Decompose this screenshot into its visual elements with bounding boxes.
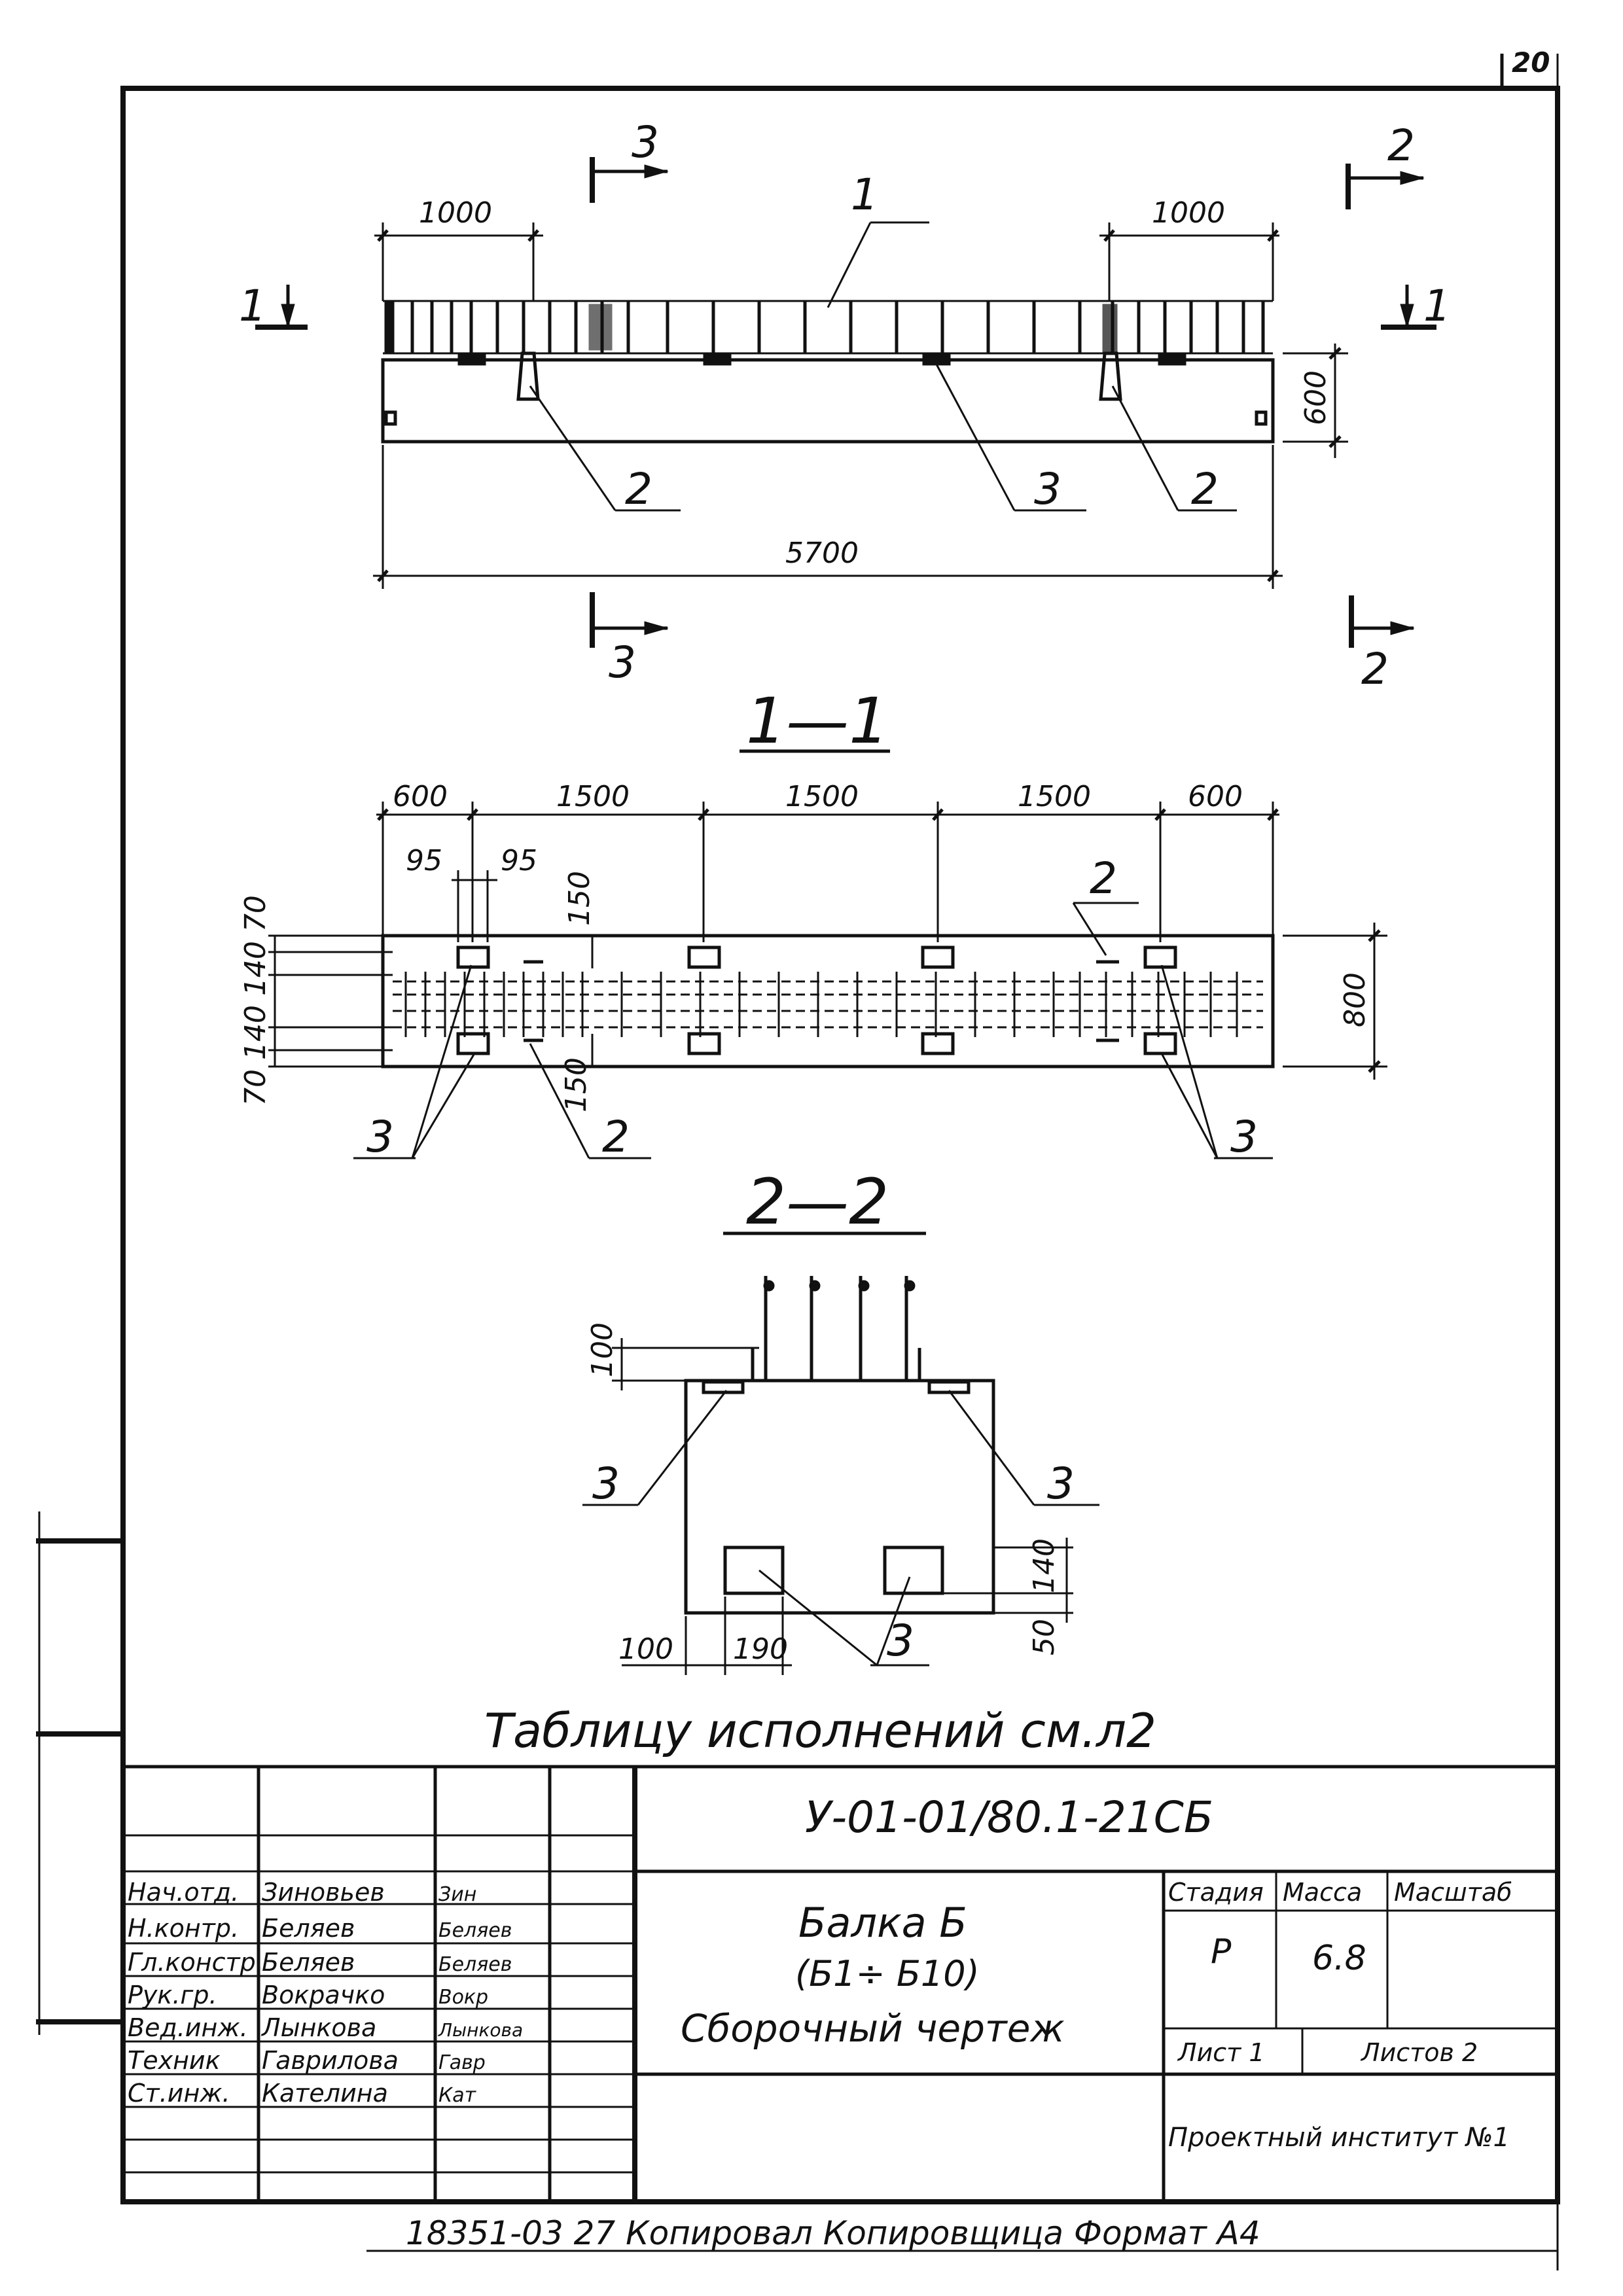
section-2-2-title: 2—2 xyxy=(746,1165,889,1239)
staff-sign: Кат xyxy=(438,2084,477,2107)
dim-140: 140 xyxy=(1027,1538,1061,1593)
cut-marks: 3 2 1 1 3 2 xyxy=(239,117,1451,694)
cut-mark-2-bottom: 2 xyxy=(1361,644,1389,694)
callout-1: 1 xyxy=(851,169,878,220)
callout-3-bottom-left: 3 xyxy=(366,1112,394,1162)
value-mass: 6.8 xyxy=(1312,1939,1366,1978)
header-stage: Стадия xyxy=(1168,1878,1264,1907)
cut-mark-1-right: 1 xyxy=(1423,281,1451,331)
staff-name: Гаврилова xyxy=(262,2046,399,2075)
staff-name: Зиновьев xyxy=(262,1878,385,1907)
staff-list: Нач.отд. Зиновьев Зин Н.контр. Беляев Бе… xyxy=(128,1878,523,2108)
staff-name: Вокрачко xyxy=(262,1981,385,2009)
callout-3-left-2-2: 3 xyxy=(592,1458,620,1509)
dim-top-3: 1500 xyxy=(785,780,859,813)
doc-code: У-01-01/80.1-21СБ xyxy=(805,1792,1213,1843)
staff-name: Лынкова xyxy=(260,2013,376,2042)
staff-role: Нач.отд. xyxy=(128,1878,239,1907)
dim-left-zone: 1000 xyxy=(419,196,492,230)
staff-role: Н.контр. xyxy=(128,1914,239,1943)
dim-top-4: 1500 xyxy=(1018,780,1091,813)
callout-2-left: 2 xyxy=(625,464,652,514)
dim-100-top: 100 xyxy=(586,1322,619,1377)
dim-length: 5700 xyxy=(785,537,859,570)
main-dims: 1000 1000 600 5700 xyxy=(373,196,1348,589)
dim-50: 50 xyxy=(1027,1619,1061,1655)
dim-95-left: 95 xyxy=(406,844,442,877)
staff-sign: Лынкова xyxy=(438,2019,523,2041)
title-block xyxy=(123,1765,1558,2202)
callout-3-right-2-2: 3 xyxy=(1047,1458,1075,1509)
dim-100-bottom: 100 xyxy=(618,1633,673,1666)
staff-sign: Беляев xyxy=(438,1953,512,1976)
item-range: (Б1÷ Б10) xyxy=(795,1953,980,1994)
cut-mark-1-left: 1 xyxy=(239,281,266,331)
sheets-total: Листов 2 xyxy=(1360,2038,1478,2067)
dim-95-right: 95 xyxy=(501,844,537,877)
header-mass: Масса xyxy=(1283,1878,1362,1907)
staff-sign: Вокр xyxy=(438,1986,488,2009)
sheet-frame xyxy=(36,54,1560,2270)
note-table-reference: Таблицу исполнений см.л2 xyxy=(484,1703,1156,1758)
staff-name: Беляев xyxy=(262,1948,355,1977)
callout-2-bottom: 2 xyxy=(602,1112,630,1162)
callout-2-top: 2 xyxy=(1090,853,1117,904)
dim-right-zone: 1000 xyxy=(1152,196,1225,230)
staff-sign: Гавр xyxy=(438,2051,486,2074)
header-scale: Масштаб xyxy=(1394,1878,1512,1907)
dim-top-2: 1500 xyxy=(556,780,630,813)
staff-role: Гл.констр. xyxy=(128,1948,264,1977)
dim-height: 600 xyxy=(1299,370,1332,425)
main-view: 1000 1000 600 5700 3 xyxy=(239,117,1451,694)
staff-name: Кателина xyxy=(262,2079,388,2108)
dim-190: 190 xyxy=(733,1633,788,1666)
cut-mark-3-bottom: 3 xyxy=(609,637,636,688)
callout-3-main: 3 xyxy=(1034,464,1061,514)
main-callouts: 1 2 3 2 xyxy=(529,169,1237,514)
staff-sign: Зин xyxy=(438,1883,476,1906)
sheet-number: 20 xyxy=(1512,46,1550,79)
dim-150-bottom: 150 xyxy=(560,1057,593,1112)
cut-mark-3-top: 3 xyxy=(632,117,659,168)
callout-3-bottom-right: 3 xyxy=(1230,1112,1258,1162)
sheet-index: Лист 1 xyxy=(1177,2038,1265,2067)
bar-ticks xyxy=(404,972,1238,1037)
section-1-1-title: 1—1 xyxy=(746,684,889,758)
staff-role: Вед.инж. xyxy=(128,2013,248,2042)
section-1-1: 1—1 xyxy=(239,684,1387,1162)
callout-2-right: 2 xyxy=(1191,464,1219,514)
staff-role: Техник xyxy=(128,2046,221,2075)
callout-3-bottom-2-2: 3 xyxy=(887,1616,914,1666)
value-stage: Р xyxy=(1211,1932,1232,1971)
staff-name: Беляев xyxy=(262,1914,355,1943)
staff-role: Ст.инж. xyxy=(128,2079,230,2108)
cut-mark-2-top: 2 xyxy=(1387,120,1415,171)
dim-150-top: 150 xyxy=(563,871,596,926)
staff-sign: Беляев xyxy=(438,1919,512,1942)
staff-role: Рук.гр. xyxy=(128,1981,217,2009)
stirrups-top xyxy=(391,301,1265,353)
item-name: Балка Б xyxy=(798,1899,967,1947)
drawing-type: Сборочный чертеж xyxy=(681,2006,1065,2051)
section-2-2: 2—2 100 140 50 100 190 xyxy=(582,1165,1099,1675)
dim-top-5: 600 xyxy=(1188,780,1243,813)
dim-left-stack: 70 140 140 70 xyxy=(239,895,272,1106)
footer-stamp: 18351-03 27 Копировал Копировщица Формат… xyxy=(406,2214,1260,2252)
organization: Проектный институт №1 xyxy=(1168,2123,1510,2153)
dim-800: 800 xyxy=(1338,972,1372,1027)
dim-top-1: 600 xyxy=(393,780,448,813)
